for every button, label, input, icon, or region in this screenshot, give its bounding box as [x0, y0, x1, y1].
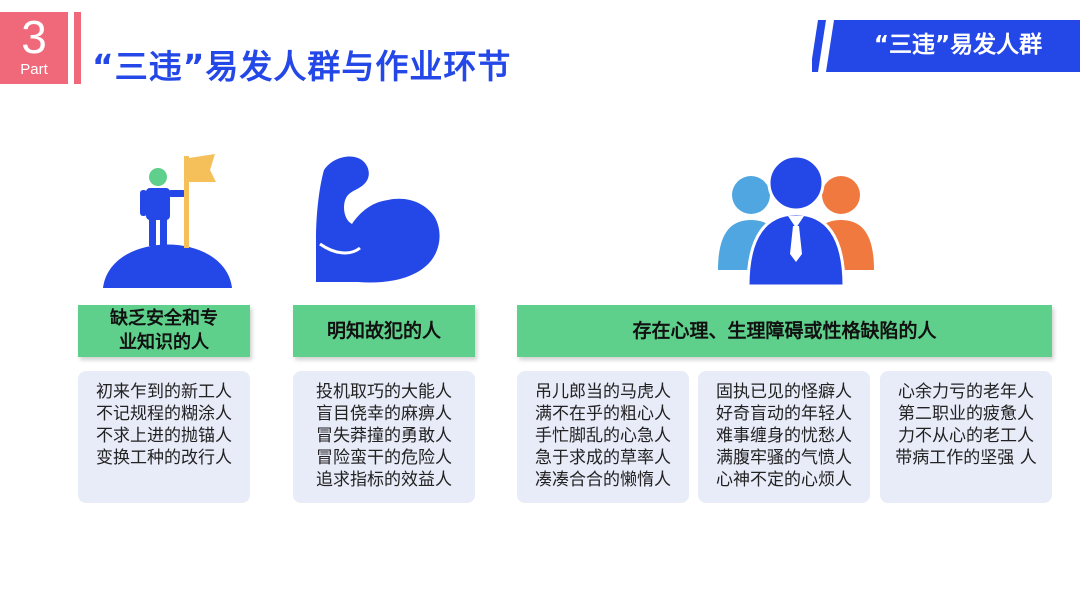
list-item: 手忙脚乱的心急人: [535, 426, 671, 446]
list-item: 变换工种的改行人: [96, 448, 232, 468]
list-item: 冒失莽撞的勇敢人: [316, 426, 452, 446]
section-tag: “三违”易发人群: [873, 32, 1043, 58]
list-item: 吊儿郎当的马虎人: [535, 382, 671, 402]
list-item: 冒险蛮干的危险人: [316, 448, 452, 468]
page-title: “三违”易发人群与作业环节: [92, 47, 512, 86]
group-label-psych-physio: 存在心理、生理障碍或性格缺陷的人: [517, 305, 1052, 357]
group-label-knowledge: 缺乏安全和专 业知识的人: [78, 305, 250, 357]
section-tag-shape: [812, 20, 1080, 72]
list-item: 不求上进的抛锚人: [96, 426, 232, 446]
part-number: 3: [21, 11, 47, 63]
list-item: 满腹牢骚的气愤人: [716, 448, 852, 468]
list-item: 不记规程的糊涂人: [96, 404, 232, 424]
list-item: 心余力亏的老年人: [898, 382, 1034, 402]
part-divider: [74, 12, 81, 84]
list-item: 初来乍到的新工人: [96, 382, 232, 402]
list-item: 心神不定的心烦人: [716, 470, 852, 490]
list-item: 第二职业的疲惫人: [898, 404, 1034, 424]
card-group2: 投机取巧的大能人 盲目侥幸的麻痹人 冒失莽撞的勇敢人 冒险蛮干的危险人 追求指标…: [293, 371, 475, 503]
list-item: 难事缠身的忧愁人: [716, 426, 852, 446]
list-item: 固执已见的怪癖人: [716, 382, 852, 402]
people-group-icon: [718, 154, 874, 288]
list-item: 投机取巧的大能人: [316, 382, 452, 402]
card-group3-a: 吊儿郎当的马虎人 满不在乎的粗心人 手忙脚乱的心急人 急于求成的草率人 凑凑合合…: [517, 371, 689, 503]
list-item: 盲目侥幸的麻痹人: [316, 404, 452, 424]
part-word: Part: [20, 61, 48, 78]
card-group3-b: 固执已见的怪癖人 好奇盲动的年轻人 难事缠身的忧愁人 满腹牢骚的气愤人 心神不定…: [698, 371, 870, 503]
list-item: 力不从心的老工人: [898, 426, 1034, 446]
flexed-arm-icon: [316, 156, 440, 283]
group-label-knowing-violation: 明知故犯的人: [293, 305, 475, 357]
list-item: 满不在乎的粗心人: [535, 404, 671, 424]
list-item: 追求指标的效益人: [316, 470, 452, 490]
list-item: 急于求成的草率人: [535, 448, 671, 468]
card-group3-c: 心余力亏的老年人 第二职业的疲惫人 力不从心的老工人 带病工作的坚强 人: [880, 371, 1052, 503]
summit-flag-icon: [103, 154, 232, 288]
list-item: 带病工作的坚强 人: [895, 448, 1037, 468]
list-item: 凑凑合合的懒惰人: [535, 470, 671, 490]
card-group1: 初来乍到的新工人 不记规程的糊涂人 不求上进的抛锚人 变换工种的改行人: [78, 371, 250, 503]
part-badge: 3 Part: [0, 12, 68, 84]
list-item: 好奇盲动的年轻人: [716, 404, 852, 424]
